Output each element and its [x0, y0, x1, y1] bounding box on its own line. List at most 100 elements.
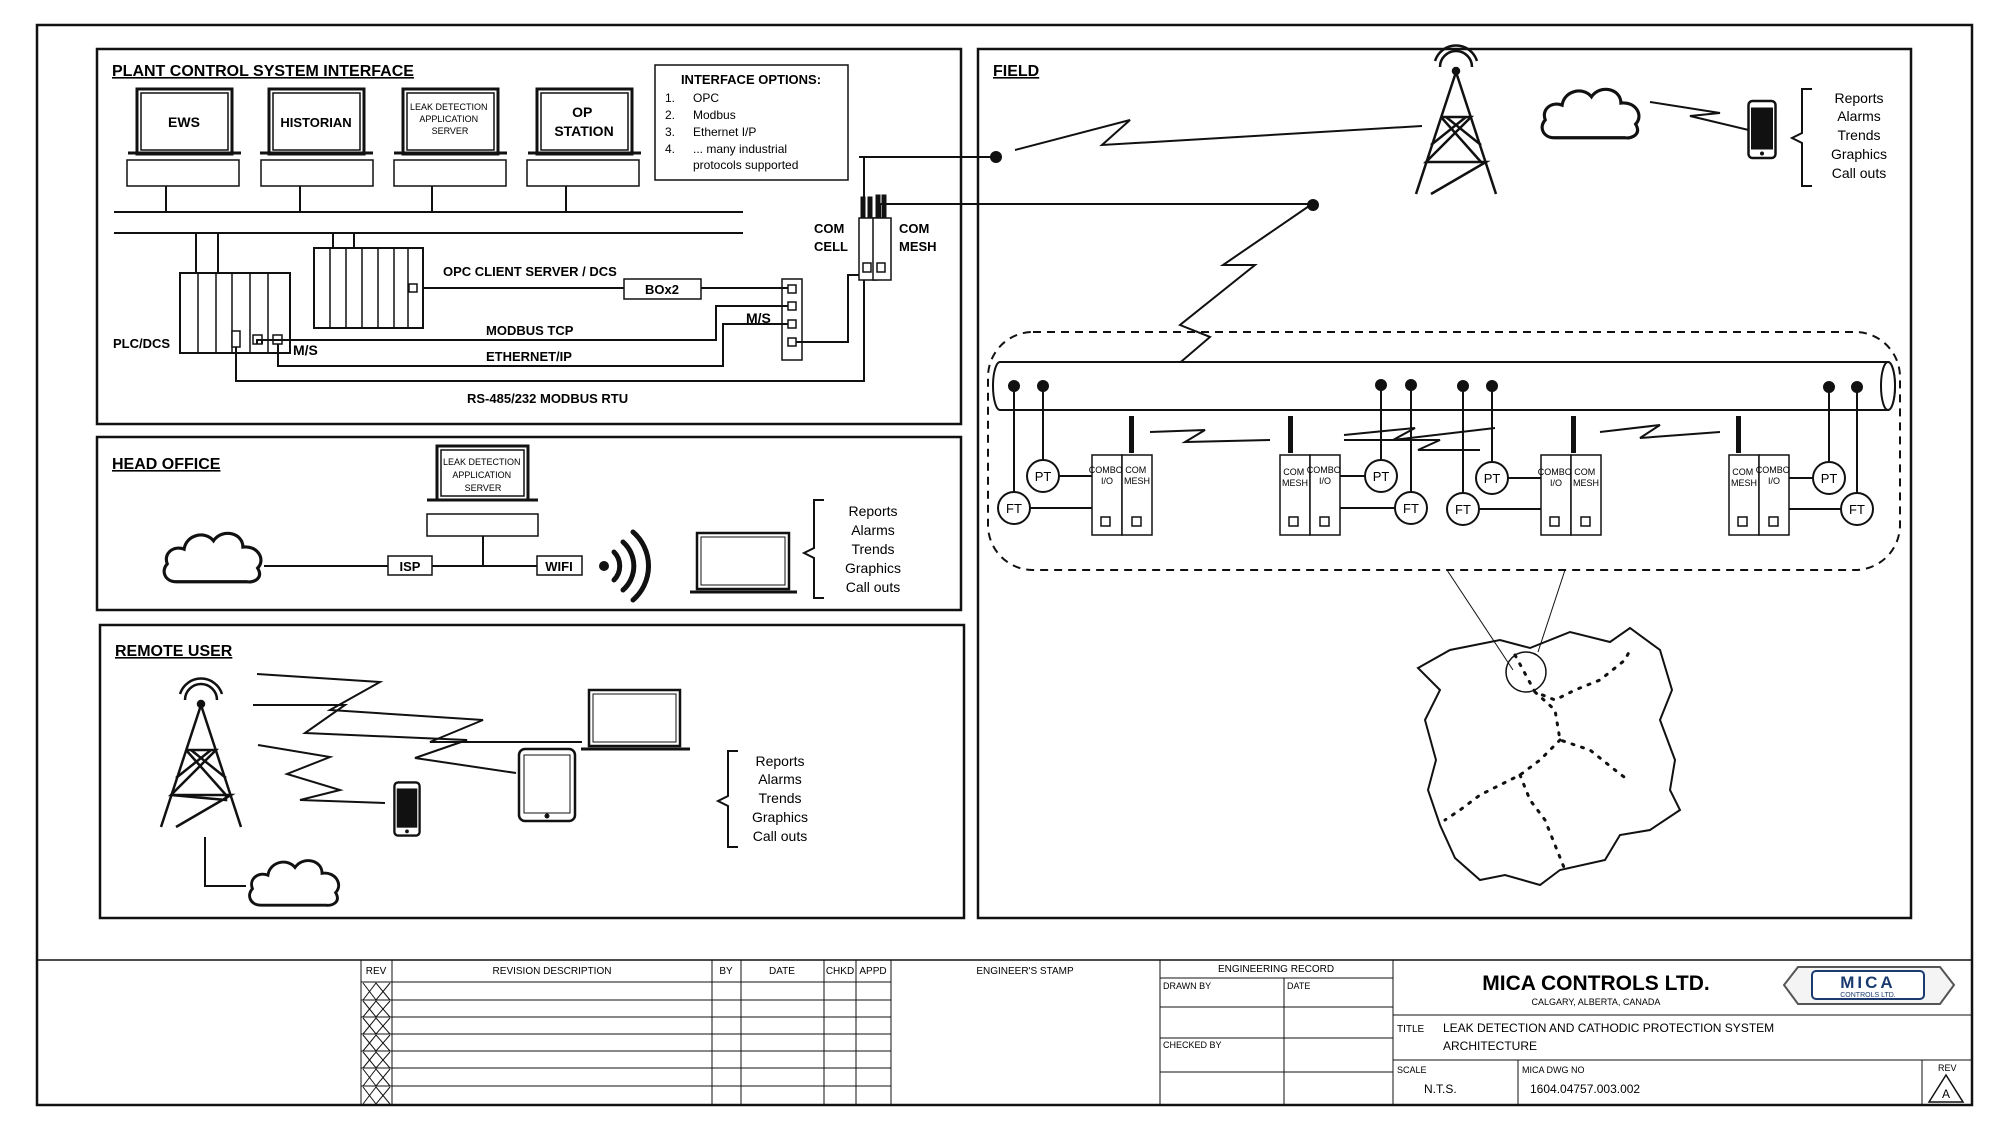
interface-option-text: ... many industrial: [693, 142, 787, 156]
field-phone-icon: [1747, 99, 1777, 160]
mica-logo: MICA CONTROLS LTD.: [1782, 966, 1956, 1005]
revision-table: [360, 960, 1972, 1105]
gateway-ms-label: M/S: [746, 310, 771, 326]
title-label: TITLE: [1397, 1024, 1425, 1035]
isp-label: ISP: [400, 559, 421, 574]
com-mesh-label: COM: [1732, 467, 1753, 477]
wifi-box: [536, 555, 583, 576]
instrument-labels: PT FT PT FT PT FT PT FT: [1006, 469, 1865, 517]
historian-workstation: HISTORIAN: [260, 87, 374, 187]
remote-list-item: Reports: [755, 753, 804, 769]
scale-value: N.T.S.: [1424, 1082, 1457, 1096]
com-mesh-module: [872, 194, 892, 281]
appd-header: APPD: [859, 966, 886, 977]
sheet-border: [35, 23, 1974, 1107]
op-station-workstation: OP STATION: [526, 87, 641, 187]
remote-cell-tower-icon: [159, 677, 243, 829]
field-list-item: Call outs: [1832, 165, 1886, 181]
drawing-title-line1: LEAK DETECTION AND CATHODIC PROTECTION S…: [1443, 1021, 1774, 1035]
ho-list-item: Trends: [851, 541, 894, 557]
field-list: Reports Alarms Trends Graphics Call outs: [1831, 90, 1887, 181]
head-office-server: LEAK DETECTION APPLICATION SERVER: [426, 444, 539, 537]
dwg-no-label: MICA DWG NO: [1522, 1065, 1585, 1075]
op-station-line2: STATION: [554, 123, 613, 139]
interface-option-num: 3.: [665, 125, 675, 139]
pt-label: PT: [1035, 469, 1052, 484]
dwg-no-value: 1604.04757.003.002: [1530, 1082, 1640, 1096]
com-mesh-line1: COM: [899, 221, 929, 236]
remote-list: Reports Alarms Trends Graphics Call outs: [752, 753, 808, 844]
com-mesh-label: COM: [1574, 467, 1595, 477]
field-brace: [1789, 88, 1812, 187]
remote-laptop-icon: [581, 688, 690, 751]
ft-label: FT: [1849, 502, 1865, 517]
op-station-base: [526, 159, 640, 187]
svg-text:COMBO I/O: COMBO I/O: [1307, 465, 1344, 486]
ft-label: FT: [1006, 501, 1022, 516]
drawn-by-label: DRAWN BY: [1163, 981, 1211, 991]
svg-text:COM MESH: COM MESH: [1731, 467, 1757, 488]
com-mesh-label: MESH: [1731, 478, 1757, 488]
remote-list-item: Alarms: [758, 771, 802, 787]
rev-desc-header: REVISION DESCRIPTION: [493, 966, 612, 977]
svg-text:COM MESH: COM MESH: [899, 221, 937, 254]
revision-triangles: [362, 982, 391, 1105]
field-radio-links: [1014, 101, 1758, 397]
head-office-list: Reports Alarms Trends Graphics Call outs: [845, 503, 901, 595]
ho-server-line3: SERVER: [465, 483, 502, 493]
com-mesh-line2: MESH: [899, 239, 937, 254]
ews-workstation: EWS: [126, 87, 241, 187]
leak-server-line3: SERVER: [432, 126, 469, 136]
field-cell-tower-icon: [1414, 44, 1498, 196]
interface-options-title: INTERFACE OPTIONS:: [681, 72, 821, 87]
field-station-c: COMBO I/O COM MESH: [1538, 416, 1602, 536]
head-office-panel: HEAD OFFICE LEAK DETECTION APPLICATION S…: [95, 435, 963, 612]
com-mesh-label: MESH: [1282, 478, 1308, 488]
svg-text:OP STATION: OP STATION: [554, 104, 613, 139]
remote-user-title: REMOTE USER: [115, 643, 233, 660]
date-header: DATE: [769, 966, 795, 977]
combo-io-label: I/O: [1768, 476, 1780, 486]
ho-server-line2: APPLICATION: [452, 470, 511, 480]
pipeline-region-map: [1416, 569, 1682, 887]
leak-server-base: [393, 159, 507, 187]
field-cloud: [1540, 87, 1641, 140]
plant-panel: PLANT CONTROL SYSTEM INTERFACE EWS HISTO…: [95, 47, 1312, 426]
remote-list-item: Trends: [758, 790, 801, 806]
com-mesh-label: COM: [1125, 465, 1146, 475]
chkd-header: CHKD: [826, 966, 854, 977]
company-name: MICA CONTROLS LTD.: [1482, 972, 1709, 995]
mesh-link-node: [1307, 199, 1319, 211]
combo-io-label: I/O: [1550, 478, 1562, 488]
combo-io-label: COMBO: [1756, 465, 1790, 475]
remote-radio-links: [253, 673, 582, 804]
ho-server-line1: LEAK DETECTION: [443, 457, 521, 467]
remote-list-item: Graphics: [752, 809, 808, 825]
pipe-taps: [1008, 379, 1863, 495]
combo-io-label: I/O: [1319, 476, 1331, 486]
remote-user-panel: REMOTE USER: [98, 623, 966, 920]
field-station-b: COM MESH COMBO I/O: [1279, 416, 1344, 536]
checked-by-label: CHECKED BY: [1163, 1040, 1222, 1050]
instrument-wiring: [1030, 475, 1841, 510]
pipeline: [992, 361, 1896, 411]
com-cell-line1: COM: [814, 221, 844, 236]
eng-record-header: ENGINEERING RECORD: [1218, 964, 1334, 975]
field-title: FIELD: [993, 63, 1039, 80]
leak-server-line1: LEAK DETECTION: [410, 102, 488, 112]
field-station-d: COM MESH COMBO I/O: [1728, 416, 1790, 536]
field-mesh-links: [1149, 424, 1721, 451]
tower-to-cloud-link: [204, 837, 246, 887]
field-station-a: COMBO I/O COM MESH: [1089, 416, 1153, 536]
drawing-title-line2: ARCHITECTURE: [1443, 1039, 1537, 1053]
svg-text:COM MESH: COM MESH: [1573, 467, 1599, 488]
pt-label: PT: [1373, 469, 1390, 484]
remote-brace: [715, 750, 738, 848]
plant-link-node: [990, 151, 1002, 163]
combo-io-label: COMBO: [1307, 465, 1341, 475]
field-list-item: Alarms: [1837, 108, 1881, 124]
plant-panel-frame: [95, 47, 963, 426]
interface-option-num: 2.: [665, 108, 675, 122]
interface-option-num: 4.: [665, 142, 675, 156]
